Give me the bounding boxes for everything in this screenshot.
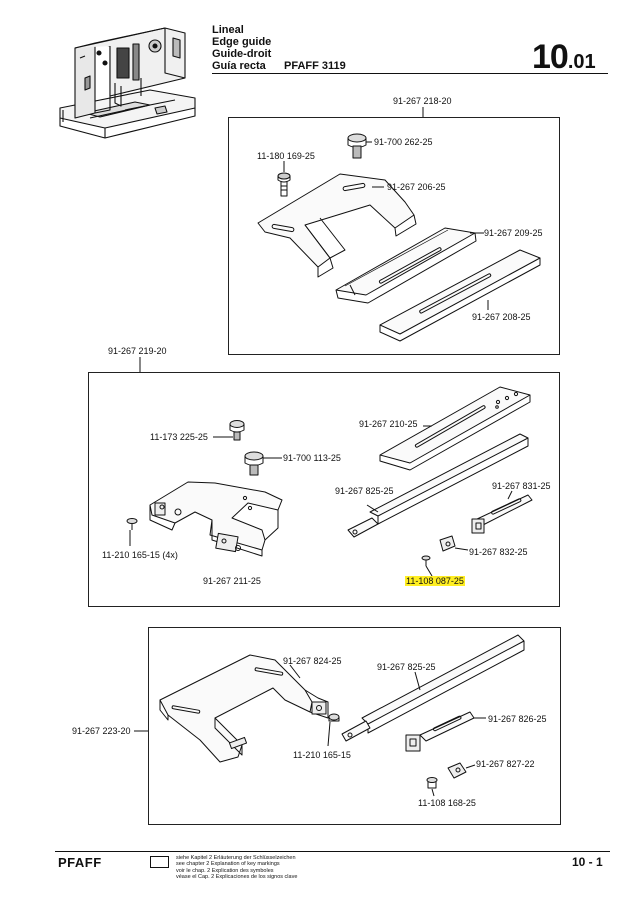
title-english: Edge guide	[212, 36, 272, 48]
legend-fr: voir le chap. 2 Explication des symboles	[176, 867, 274, 874]
title-spanish: Guía recta	[212, 60, 266, 72]
part-91-700-262-25: 91-700 262-25	[374, 137, 433, 147]
assembly-2-box	[88, 372, 560, 607]
assembly-2-label: 91-267 219-20	[108, 346, 167, 356]
title-french: Guide-droit	[212, 48, 272, 60]
part-91-267-206-25: 91-267 206-25	[387, 182, 446, 192]
legend-es: véase el Cap. 2 Explicaciones de los sig…	[176, 874, 298, 881]
page-minor: .01	[567, 51, 596, 73]
machine-illustration	[55, 18, 205, 153]
highlight-marker: 11-108 087-25	[405, 576, 465, 586]
part-91-267-826-25: 91-267 826-25	[488, 714, 547, 724]
part-11-180-169-25: 11-180 169-25	[257, 151, 315, 161]
assembly-3-box	[148, 627, 561, 825]
part-91-267-825-25-b: 91-267 825-25	[377, 662, 436, 672]
part-11-173-225-25: 11-173 225-25	[150, 432, 208, 442]
title-german: Lineal	[212, 24, 244, 36]
footer-rule	[55, 851, 610, 852]
assembly-3-label: 91-267 223-20	[72, 726, 131, 736]
legend-en: see chapter 2 Explanation of key marking…	[176, 861, 280, 868]
legend-de: siehe Kapitel 2 Erläuterung der Schlüsse…	[176, 855, 296, 861]
page-number-heading: 10.01	[532, 38, 596, 77]
assembly-1-label: 91-267 218-20	[393, 96, 452, 106]
assembly-1-box	[228, 117, 560, 355]
part-91-267-832-25: 91-267 832-25	[469, 547, 528, 557]
part-91-700-113-25: 91-700 113-25	[283, 453, 341, 463]
part-91-267-824-25: 91-267 824-25	[283, 656, 342, 666]
sewing-machine-icon	[59, 27, 196, 139]
part-11-108-168-25: 11-108 168-25	[418, 798, 476, 808]
header-rule	[212, 73, 608, 74]
page-major: 10	[532, 38, 569, 76]
part-91-267-210-25: 91-267 210-25	[359, 419, 418, 429]
part-91-267-208-25: 91-267 208-25	[472, 312, 531, 322]
footer-page-number: 10 - 1	[572, 855, 603, 869]
part-91-267-827-22: 91-267 827-22	[476, 759, 535, 769]
part-91-267-211-25: 91-267 211-25	[203, 576, 261, 586]
part-11-210-165-15: 11-210 165-15	[293, 750, 351, 760]
key-marking-box-icon	[150, 856, 169, 868]
machine-model: PFAFF 3119	[284, 60, 346, 72]
part-91-267-825-25: 91-267 825-25	[335, 486, 394, 496]
part-11-210-165-15-4x: 11-210 165-15 (4x)	[102, 550, 178, 560]
part-91-267-209-25: 91-267 209-25	[484, 228, 543, 238]
part-91-267-831-25: 91-267 831-25	[492, 481, 551, 491]
brand-logo: PFAFF	[58, 855, 102, 870]
part-11-108-087-25-highlighted: 11-108 087-25	[405, 576, 465, 586]
footer-legend: siehe Kapitel 2 Erläuterung der Schlüsse…	[176, 855, 297, 881]
